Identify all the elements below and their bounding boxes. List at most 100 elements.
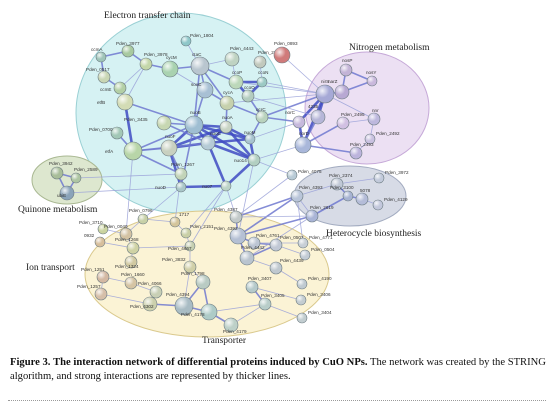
- network-node: Pden_4393: [290, 185, 323, 203]
- node-label: Pden_2493: [350, 142, 374, 147]
- network-node: Pden_1257: [77, 284, 108, 301]
- node-highlight: [125, 256, 137, 268]
- edge-nnorD-nnuo14: [253, 144, 304, 161]
- node-highlight: [96, 52, 106, 62]
- edge-n2374-n3972: [336, 177, 380, 185]
- network-node: Pden_2374: [329, 173, 353, 191]
- node-label: ctaC: [192, 52, 202, 57]
- network-node: Pden_3405: [258, 293, 285, 311]
- edge-n3407-n3406: [251, 286, 302, 301]
- node-label: nirS: [321, 79, 329, 84]
- edge-n4387-n2619: [235, 215, 313, 218]
- node-highlight: [291, 190, 303, 202]
- network-node: Pden_4394: [166, 292, 194, 316]
- node-highlight: [191, 57, 209, 75]
- cluster-label-quinone: Quinone metabolism: [18, 205, 98, 215]
- node-label: norD: [299, 131, 310, 136]
- network-node: Pden_4129: [372, 197, 408, 211]
- node-highlight: [117, 94, 133, 110]
- network-node: nuoD: [155, 181, 187, 193]
- network-node: Pden_4439: [269, 258, 304, 275]
- node-label: Pden_4066: [138, 281, 162, 286]
- network-node: soxC: [191, 81, 214, 99]
- node-label: Pden_2492: [376, 131, 400, 136]
- network-node: Pden_4443: [224, 46, 254, 67]
- node-label: Pden_3405: [261, 293, 285, 298]
- node-highlight: [256, 111, 268, 123]
- edge-n0796-nnuoD: [142, 186, 182, 220]
- node-label: Pden_4075: [298, 169, 322, 174]
- node-label: Pden_1324: [115, 264, 139, 269]
- network-node: Pden_3972: [373, 170, 409, 184]
- node-label: Pden_0893: [274, 41, 298, 46]
- network-node: nuoF: [160, 134, 178, 157]
- node-label: nuoD: [155, 185, 167, 190]
- node-label: Pden_3406: [307, 292, 331, 297]
- network-node: ccmA: [91, 47, 107, 63]
- edge-netfB-nnuoB: [124, 101, 195, 126]
- network-node: Pden_1268: [115, 237, 140, 255]
- edge-n4235-nccoO: [247, 95, 319, 118]
- node-highlight: [125, 277, 137, 289]
- edge-n4392-nnuo14: [237, 159, 255, 237]
- node-highlight: [287, 170, 297, 180]
- node-highlight: [197, 82, 213, 98]
- dotted-divider: [8, 400, 546, 401]
- network-node: nosP: [339, 58, 352, 77]
- edge-n2589-n1267: [75, 173, 182, 179]
- node-highlight: [242, 90, 254, 102]
- edge-n4387-n4393: [235, 195, 298, 218]
- network-node: Pden_4771: [297, 235, 333, 249]
- node-label: Pden_3710: [79, 220, 103, 225]
- network-node: Pden_1324: [115, 255, 139, 269]
- node-highlight: [150, 286, 162, 298]
- node-highlight: [95, 288, 107, 300]
- node-label: Pden_4439: [280, 258, 304, 263]
- network-node: Pden_0517: [86, 67, 111, 84]
- node-label: 4235: [308, 104, 319, 109]
- edge-nnorC-nnuoM: [249, 121, 300, 140]
- node-highlight: [220, 121, 232, 133]
- node-highlight: [296, 295, 306, 305]
- network-node: Pden_0796: [129, 208, 153, 225]
- network-node: Pden_0504: [299, 247, 335, 261]
- node-label: nosP: [342, 58, 352, 63]
- node-highlight: [335, 85, 349, 99]
- network-node: ctaC: [190, 52, 210, 76]
- network-node: nuo7: [202, 180, 232, 192]
- node-highlight: [331, 178, 343, 190]
- node-label: ccoP: [232, 70, 242, 75]
- node-label: Pden_3977: [116, 41, 140, 46]
- node-label: Pden_4179: [223, 329, 247, 334]
- node-highlight: [270, 239, 282, 251]
- network-node: nuoB: [184, 110, 204, 135]
- node-highlight: [138, 214, 148, 224]
- node-highlight: [201, 136, 215, 150]
- network-node: cycM: [161, 55, 179, 78]
- cluster-label-ion-transport: Ion transport: [26, 263, 75, 273]
- node-label: Pden_1267: [171, 162, 195, 167]
- node-highlight: [176, 182, 186, 192]
- node-label: ccmE: [100, 87, 111, 92]
- edge-n0796-n1717: [142, 218, 176, 223]
- node-label: nuo7: [202, 184, 213, 189]
- network-node: Pden_4179: [223, 317, 247, 334]
- node-highlight: [245, 134, 255, 144]
- network-node: ccoP: [228, 70, 244, 90]
- node-label: Pden_0503: [280, 235, 304, 240]
- network-node: Pden_4302: [130, 296, 158, 312]
- network-node: Pden_3407: [245, 276, 272, 294]
- node-highlight: [230, 211, 242, 223]
- network-node: Pden_0040: [104, 224, 133, 241]
- edge-n2151-nnuo7: [185, 185, 227, 234]
- edge-n4667-nnuo7: [189, 185, 227, 247]
- node-highlight: [51, 167, 63, 179]
- node-label: nuoB: [190, 110, 201, 115]
- node-highlight: [300, 250, 310, 260]
- node-highlight: [98, 71, 110, 83]
- figure-caption: Figure 3. The interaction network of dif…: [10, 356, 546, 384]
- node-highlight: [297, 313, 307, 323]
- network-node: Pden_4066: [138, 281, 163, 299]
- node-highlight: [365, 134, 375, 144]
- node-highlight: [127, 242, 139, 254]
